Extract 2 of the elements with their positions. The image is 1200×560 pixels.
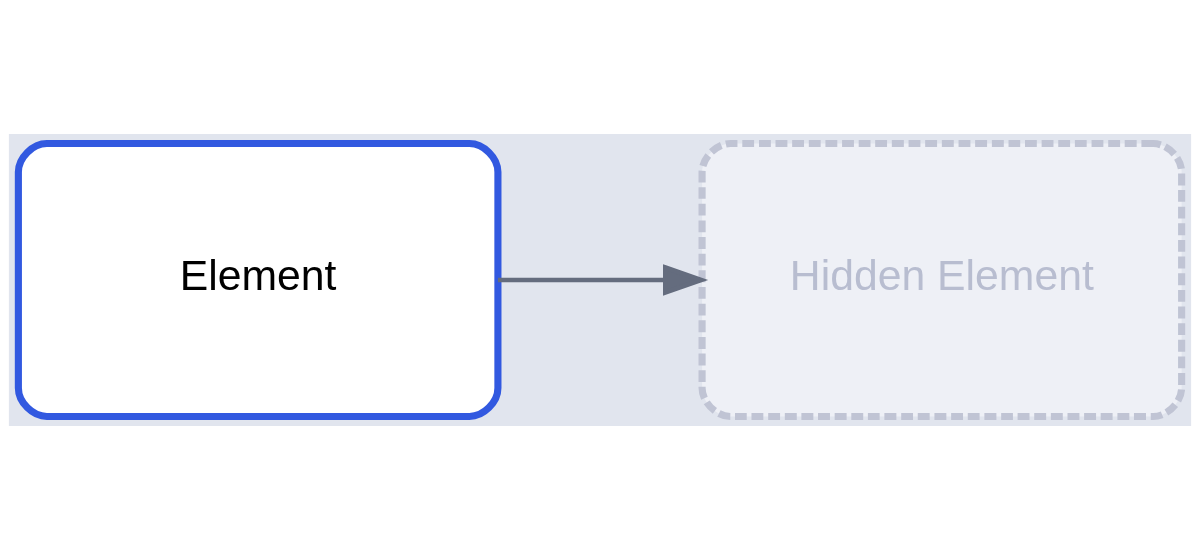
node-box: Element <box>14 139 502 421</box>
arrow <box>498 264 709 296</box>
